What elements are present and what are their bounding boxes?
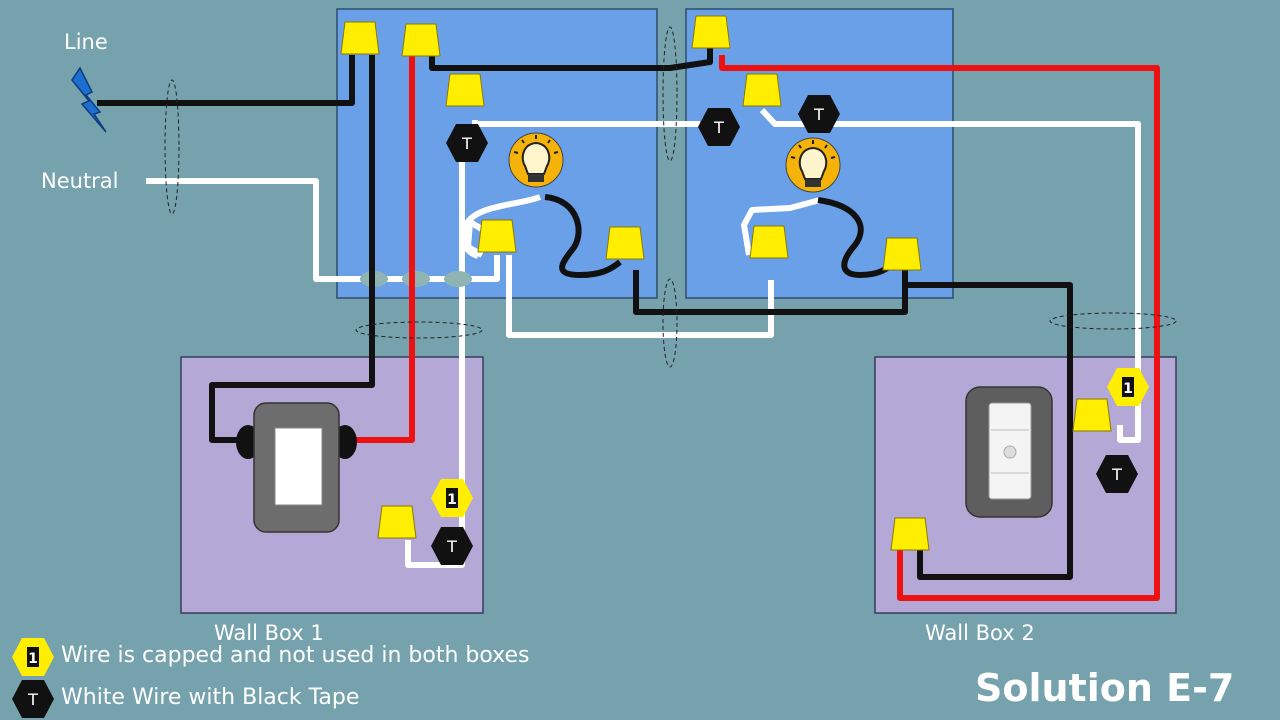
diagram-title: Solution E-7 xyxy=(975,666,1235,710)
tape-marker-label: T xyxy=(461,134,472,153)
wire-nut-icon xyxy=(401,23,441,57)
switched-wires xyxy=(350,55,1160,601)
legend-capped-marker-icon: 1 xyxy=(12,638,54,676)
wire-nut-icon xyxy=(1072,398,1112,432)
line-label: Line xyxy=(64,30,108,54)
legend-marker-label: 1 xyxy=(28,651,38,667)
bulb1-hot-lead xyxy=(544,194,622,279)
light-bulb-icon xyxy=(785,137,841,193)
tape-marker-icon: T xyxy=(446,124,488,162)
capped-wire-marker-icon: 1 xyxy=(431,479,473,517)
capped-marker-label: 1 xyxy=(447,492,457,508)
lightning-bolt-icon xyxy=(71,66,107,133)
tape-marker-icon: T xyxy=(1096,455,1138,493)
neutral-label: Neutral xyxy=(41,169,119,193)
legend-tape-text: White Wire with Black Tape xyxy=(61,685,360,710)
toggle-switch-icon xyxy=(236,402,357,533)
legend-marker-label: T xyxy=(27,690,38,709)
tape-marker-label: T xyxy=(713,118,724,137)
wire-nut-icon xyxy=(742,73,782,107)
bulb1-neutral-lead xyxy=(460,194,542,259)
wire-nut-icon xyxy=(890,517,930,551)
capped-markers: 1 1 xyxy=(431,368,1149,517)
light-bulb-icon xyxy=(508,132,564,188)
tape-marker-icon: T xyxy=(798,95,840,133)
tape-marker-icon: T xyxy=(698,108,740,146)
tape-marker-label: T xyxy=(813,105,824,124)
wire-nut-icon xyxy=(882,237,922,271)
wire-nut-icon xyxy=(605,226,645,260)
wire-nut-icon xyxy=(340,21,380,55)
hot-wires xyxy=(97,40,1073,580)
wire-nut-icon xyxy=(691,15,731,49)
capped-wire-marker-icon: 1 xyxy=(1107,368,1149,406)
wire-nut-icon xyxy=(377,505,417,539)
wire-nut-icon xyxy=(477,219,517,253)
wall-box-1-label: Wall Box 1 xyxy=(214,621,324,645)
bulb2-hot-lead xyxy=(817,197,897,279)
tape-marker-icon: T xyxy=(431,527,473,565)
tape-markers: T T T T T xyxy=(431,95,1138,565)
capped-marker-label: 1 xyxy=(1123,381,1133,397)
legend-tape-marker-icon: T xyxy=(12,680,54,718)
pico-remote-icon xyxy=(965,386,1053,518)
cable-bundles xyxy=(164,26,1177,368)
neutral-splice xyxy=(360,271,472,287)
wire-nut-icon xyxy=(749,225,789,259)
legend-capped-text: Wire is capped and not used in both boxe… xyxy=(61,643,530,668)
tape-marker-label: T xyxy=(446,537,457,556)
tape-marker-label: T xyxy=(1111,465,1122,484)
wire-nut-icon xyxy=(445,73,485,107)
wall-box-2-label: Wall Box 2 xyxy=(925,621,1035,645)
